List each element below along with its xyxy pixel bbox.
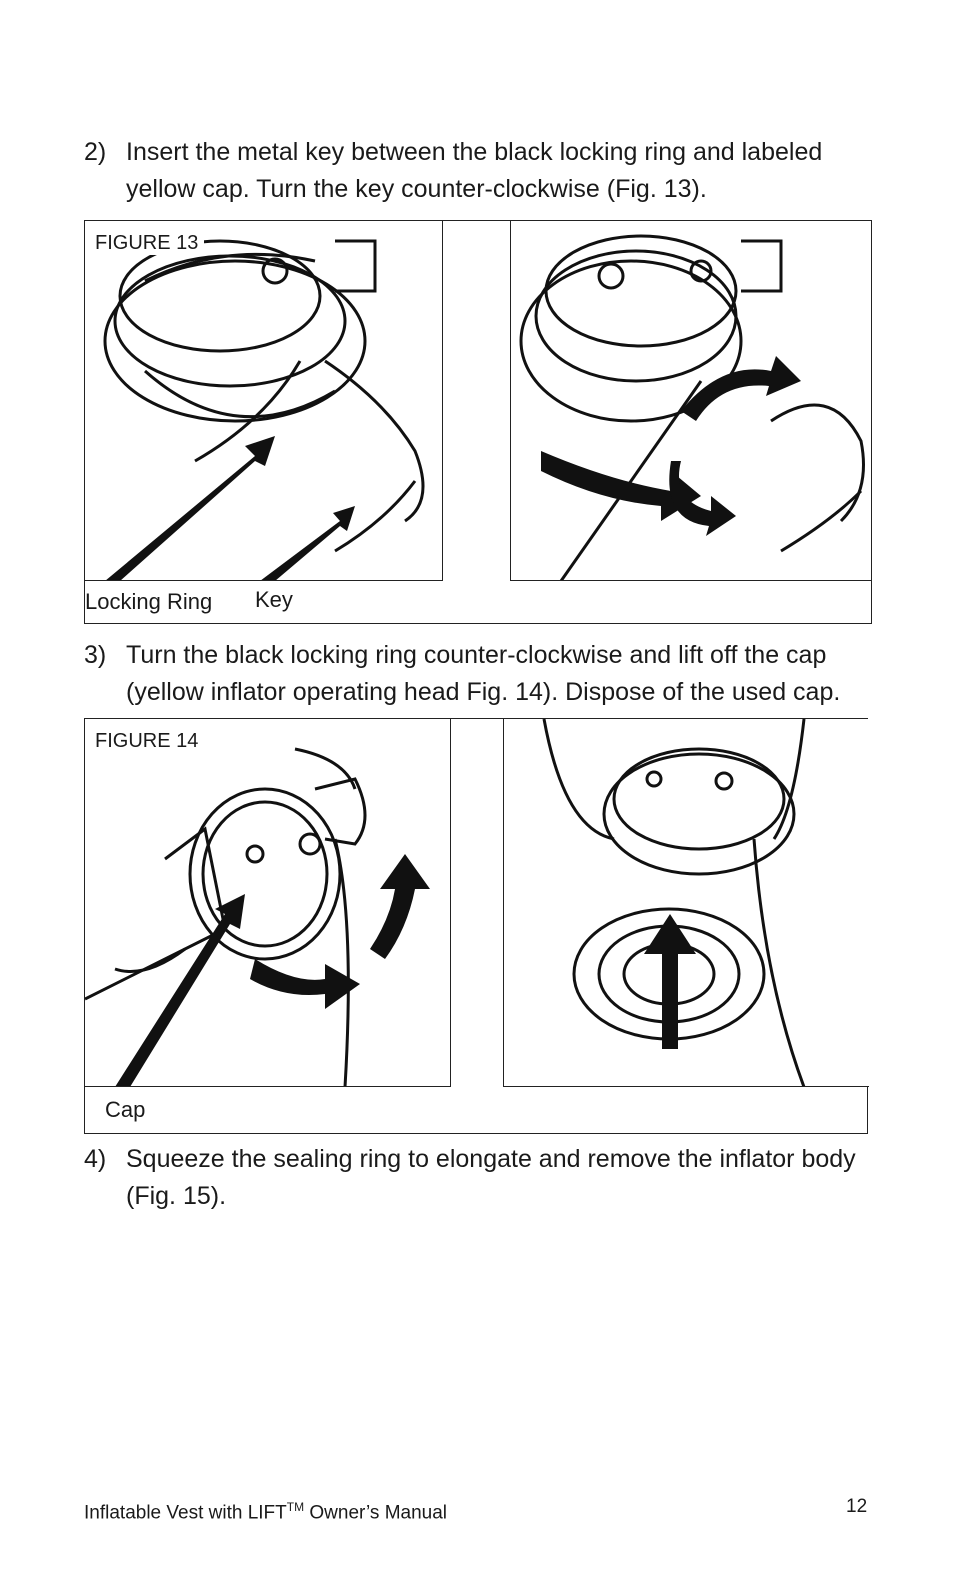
cap-label: Cap	[105, 1097, 146, 1122]
figure-14-left-illustration	[85, 719, 451, 1087]
key-label: Key	[255, 587, 293, 612]
figure-14-right-illustration	[503, 719, 869, 1087]
step-text: Squeeze the sealing ring to elongate and…	[126, 1145, 856, 1210]
trademark-mark: TM	[286, 1500, 305, 1514]
footer-title: Inflatable Vest with LIFTTM Owner’s Manu…	[84, 1495, 447, 1525]
footer-title-rest: Owner’s Manual	[304, 1502, 448, 1524]
figure-title: FIGURE 14	[95, 729, 205, 753]
figure-13-right-illustration	[510, 221, 872, 581]
step-number: 2)	[84, 138, 107, 166]
figure-title: FIGURE 13	[95, 231, 205, 255]
page-number: 12	[846, 1496, 868, 1517]
step-text: Turn the black locking ring counter-cloc…	[126, 641, 841, 706]
figure-13: FIGURE 13 Locking Ring Key	[84, 220, 872, 624]
footer-title-main: Inflatable Vest with LIFT	[84, 1502, 287, 1524]
locking-ring-label: Locking Ring	[85, 589, 213, 614]
figure-13-left-illustration	[85, 221, 443, 581]
figure-14: FIGURE 14 Cap	[84, 718, 869, 1134]
step-text: Insert the metal key between the black l…	[126, 138, 823, 203]
step-number: 4)	[84, 1145, 107, 1173]
step-number: 3)	[84, 641, 107, 669]
